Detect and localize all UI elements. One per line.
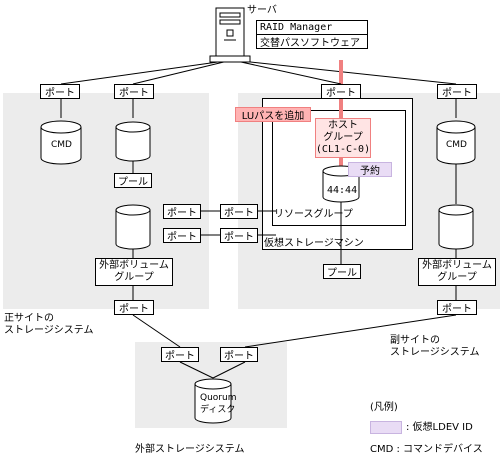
legend-virtual-ldev-swatch: [370, 421, 402, 434]
ldev-id-label: 44:44: [327, 185, 358, 196]
resource-group-label: リソースグループ: [274, 209, 353, 220]
host-group-line1: ホスト: [328, 120, 358, 131]
ext-volume-group-primary: 外部ボリューム グループ: [95, 258, 173, 286]
port-mid-left-2: ポート: [163, 228, 201, 243]
pool-box-primary: プール: [114, 173, 152, 188]
cmd-label-primary: CMD: [51, 140, 72, 150]
primary-site-title-2: ストレージシステム: [4, 325, 94, 336]
quorum-label-1: Quorum: [200, 393, 237, 403]
software-alt-path: 交替パスソフトウェア: [256, 34, 368, 49]
ext-group-primary-line1: 外部ボリューム: [99, 260, 169, 271]
port-mid-left-1: ポート: [163, 204, 201, 219]
ext-group-secondary-line2: グループ: [437, 272, 477, 283]
server-icon: [209, 7, 251, 63]
pool-cylinder-primary: [115, 121, 151, 162]
port-primary-cmd: ポート: [40, 84, 80, 99]
port-primary-pool: ポート: [114, 84, 154, 99]
virtual-storage-label: 仮想ストレージマシン: [264, 238, 364, 249]
legend-virtual-ldev: : 仮想LDEV ID: [406, 422, 473, 433]
quorum-cylinder: [194, 378, 232, 424]
secondary-site-title-2: ストレージシステム: [390, 347, 480, 358]
port-secondary-external: ポート: [437, 300, 477, 315]
host-group-line2: グループ: [323, 132, 363, 143]
ldev-cylinder: [322, 165, 360, 203]
server-label: サーバ: [247, 5, 277, 16]
port-secondary-lu: ポート: [321, 84, 361, 99]
port-secondary-cmd: ポート: [437, 84, 477, 99]
ext-group-primary-line2: グループ: [114, 272, 154, 283]
external-storage-title: 外部ストレージシステム: [135, 444, 245, 455]
add-lu-path-label: LUパスを追加: [235, 107, 311, 122]
reserve-label: 予約: [348, 162, 392, 177]
host-group-box: ホスト グループ (CL1-C-0): [315, 118, 371, 158]
software-raid-manager: RAID Manager: [256, 20, 368, 35]
port-mid-right-2: ポート: [220, 228, 258, 243]
primary-site-title-1: 正サイトの: [4, 313, 54, 324]
secondary-site-title-1: 副サイトの: [390, 335, 440, 346]
port-mid-right-1: ポート: [220, 204, 258, 219]
ext-volume-group-secondary: 外部ボリューム グループ: [418, 258, 496, 286]
quorum-label-2: ディスク: [200, 405, 236, 415]
legend-title: (凡例): [370, 402, 398, 413]
host-group-line3: (CL1-C-0): [315, 144, 371, 155]
port-primary-external: ポート: [114, 300, 154, 315]
ext-volume-cylinder-primary: [115, 204, 151, 250]
port-external-right: ポート: [220, 347, 258, 362]
cmd-cylinder-primary: [40, 120, 82, 165]
cmd-label-secondary: CMD: [446, 140, 467, 150]
legend-cmd: CMD : コマンドデバイス: [370, 444, 483, 455]
port-external-left: ポート: [161, 347, 199, 362]
ext-group-secondary-line1: 外部ボリューム: [422, 260, 492, 271]
ext-volume-cylinder-secondary: [438, 204, 474, 250]
cmd-cylinder-secondary: [436, 120, 476, 165]
pool-box-secondary: プール: [323, 264, 361, 279]
